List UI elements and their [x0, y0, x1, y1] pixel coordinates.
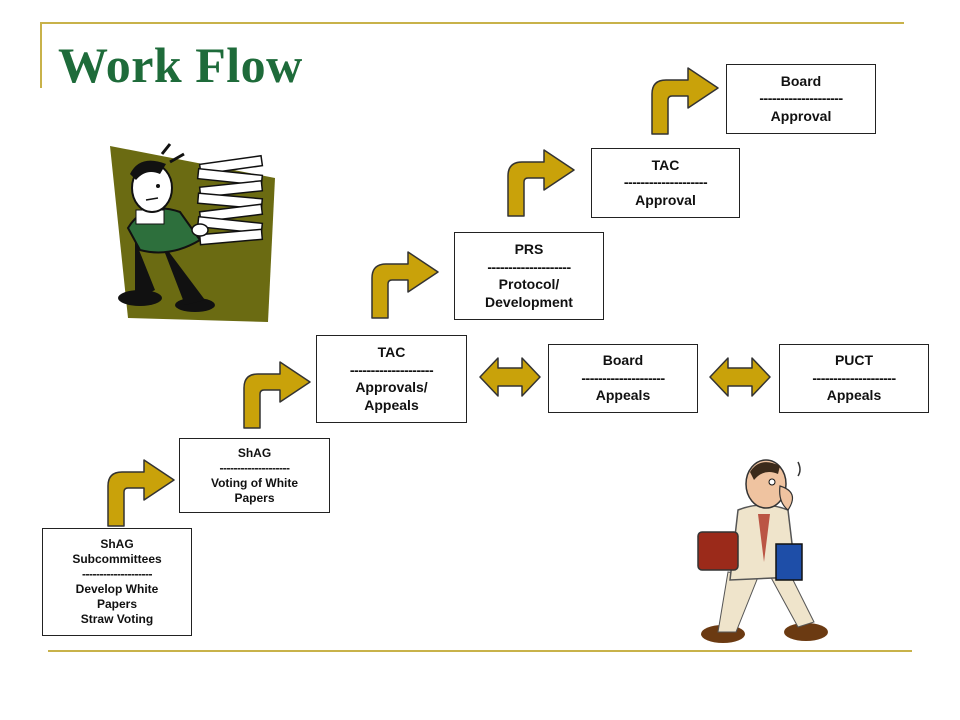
- box-heading: TAC: [377, 344, 406, 360]
- bottom-rule: [48, 650, 912, 652]
- box-puct-appeals: PUCT -------------------- Appeals: [779, 344, 929, 413]
- box-line: Papers: [234, 490, 275, 505]
- box-heading: PUCT: [834, 352, 874, 369]
- bent-up-arrow-icon: [651, 67, 719, 135]
- box-line: Protocol/: [498, 276, 560, 292]
- box-line: Subcommittees: [72, 552, 162, 566]
- box-line: Approval: [770, 107, 832, 124]
- box-tac-approval: TAC -------------------- Approval: [591, 148, 740, 218]
- double-arrow-icon: [709, 357, 771, 397]
- left-rule: [40, 22, 42, 88]
- box-heading: ShAG: [237, 445, 272, 460]
- box-line: Straw Voting: [80, 612, 154, 626]
- top-rule: [40, 22, 904, 24]
- box-line: ShAG: [100, 537, 134, 551]
- box-heading: PRS: [514, 241, 544, 257]
- box-heading: TAC: [651, 156, 680, 173]
- bent-up-arrow-icon: [107, 459, 175, 527]
- box-separator: --------------------: [623, 174, 708, 191]
- box-line: Develop White: [75, 582, 159, 596]
- bent-up-arrow-icon: [243, 361, 311, 429]
- box-shag-subcommittees: ShAG Subcommittees -------------------- …: [42, 528, 192, 636]
- man-carrying-papers-icon: [110, 143, 275, 322]
- box-line: Appeals: [364, 396, 419, 413]
- box-separator: --------------------: [581, 369, 665, 386]
- box-heading: Board: [602, 352, 644, 369]
- box-board-appeals: Board -------------------- Appeals: [548, 344, 698, 413]
- man-with-briefcase-icon: [697, 459, 828, 643]
- box-separator: --------------------: [759, 90, 843, 107]
- box-tac-approvals-appeals: TAC -------------------- Approvals/ Appe…: [316, 335, 467, 423]
- box-line: Voting of White: [210, 475, 299, 490]
- box-line: Approval: [635, 191, 696, 208]
- box-separator: --------------------: [349, 361, 434, 378]
- box-separator: --------------------: [219, 460, 290, 475]
- box-prs-protocol: PRS -------------------- Protocol/ Devel…: [454, 232, 604, 320]
- box-separator: --------------------: [812, 369, 896, 386]
- box-line: Development: [485, 293, 573, 310]
- box-separator: --------------------: [82, 567, 152, 581]
- box-separator: --------------------: [487, 258, 571, 275]
- double-arrow-icon: [479, 357, 541, 397]
- page-title: Work Flow: [58, 37, 303, 93]
- bent-up-arrow-icon: [371, 251, 439, 319]
- box-shag-voting: ShAG -------------------- Voting of Whit…: [179, 438, 330, 513]
- box-line: Appeals: [826, 387, 882, 404]
- box-line: Appeals: [595, 387, 651, 404]
- box-board-approval: Board -------------------- Approval: [726, 64, 876, 134]
- box-line: Papers: [96, 597, 138, 611]
- box-heading: Board: [780, 72, 822, 89]
- box-line: Approvals/: [355, 379, 428, 395]
- bent-up-arrow-icon: [507, 149, 575, 217]
